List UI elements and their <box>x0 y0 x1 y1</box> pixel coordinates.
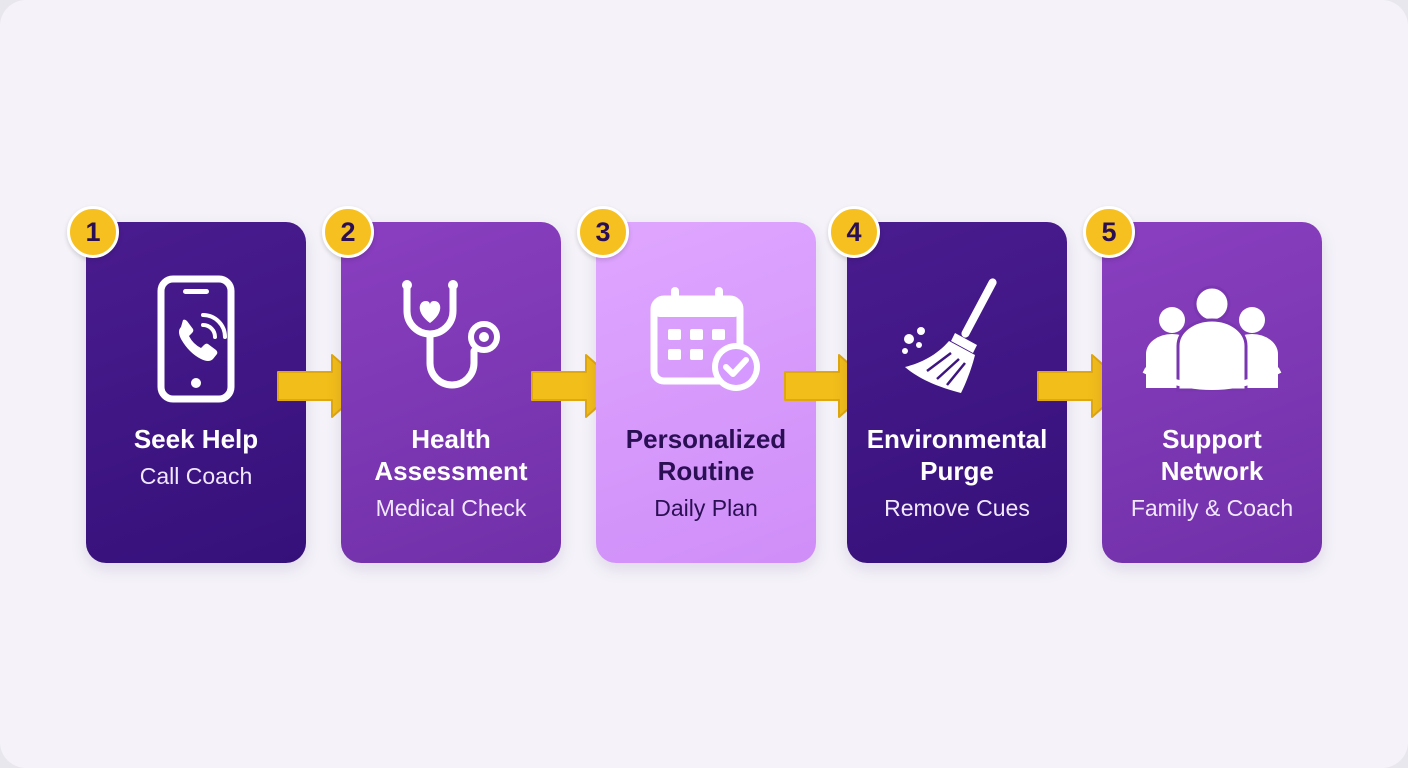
step-number-badge-3: 3 <box>577 206 629 258</box>
step-number-badge-5: 5 <box>1083 206 1135 258</box>
step-subtitle: Call Coach <box>139 463 253 489</box>
step-subtitle: Daily Plan <box>654 495 758 521</box>
step-subtitle: Family & Coach <box>1130 495 1294 521</box>
step-card-1: Seek Help Call Coach <box>86 222 306 563</box>
step-title: Environmental Purge <box>866 424 1048 486</box>
step-card-5: Support Network Family & Coach <box>1102 222 1322 563</box>
step-number-badge-4: 4 <box>828 206 880 258</box>
stethoscope-heart-icon <box>341 270 561 410</box>
calendar-check-icon <box>596 270 816 410</box>
step-number-badge-1: 1 <box>67 206 119 258</box>
step-title: Support Network <box>1160 424 1264 486</box>
step-card-2: Health Assessment Medical Check <box>341 222 561 563</box>
phone-call-icon <box>86 270 306 410</box>
step-subtitle: Remove Cues <box>884 495 1030 521</box>
step-title: Seek Help <box>133 424 259 454</box>
step-card-4: Environmental Purge Remove Cues <box>847 222 1067 563</box>
group-people-icon <box>1102 270 1322 410</box>
step-card-3: Personalized Routine Daily Plan <box>596 222 816 563</box>
step-subtitle: Medical Check <box>375 495 527 521</box>
broom-icon <box>847 270 1067 410</box>
step-title: Personalized Routine <box>625 424 787 486</box>
step-number-badge-2: 2 <box>322 206 374 258</box>
step-title: Health Assessment <box>374 424 528 486</box>
